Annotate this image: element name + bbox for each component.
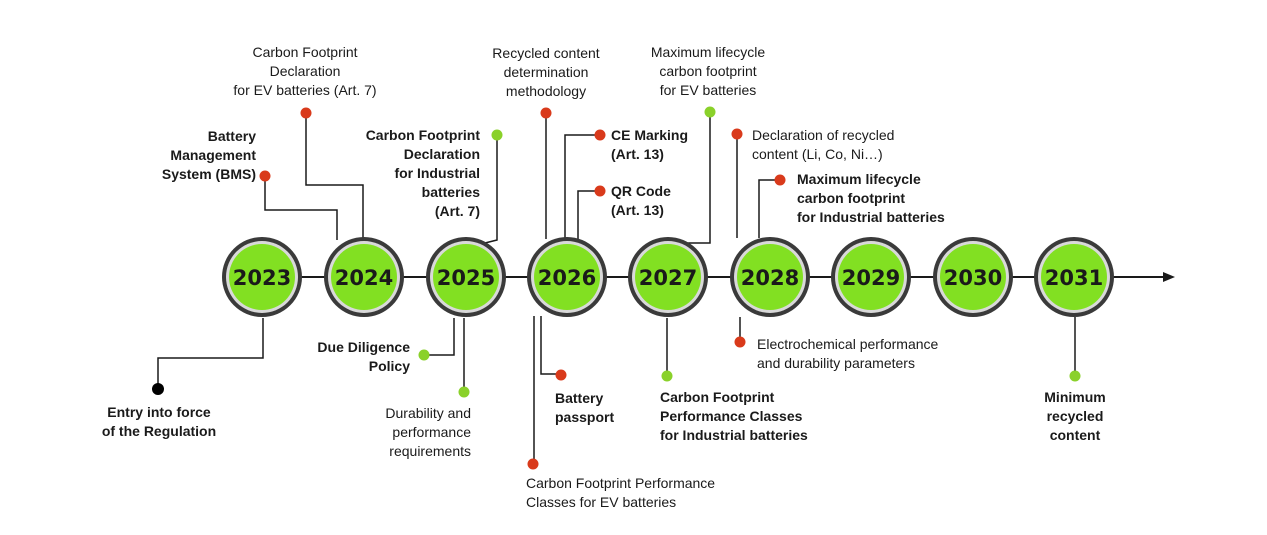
year-label: 2029: [842, 266, 900, 290]
marker-max-cf-industrial: [774, 174, 786, 186]
marker-cf-ev: [300, 107, 312, 119]
label-bms: Battery Management System (BMS): [161, 128, 256, 182]
label-entry-into-force: Entry into force of the Regulation: [101, 404, 217, 439]
year-label: 2023: [233, 266, 291, 290]
label-recycled-method: Recycled content determination methodolo…: [492, 45, 600, 99]
year-label: 2028: [741, 266, 799, 290]
label-recycled-declaration: Declaration of recycled content (Li, Co,…: [752, 127, 895, 162]
marker-recycled-method: [540, 107, 552, 119]
year-node-2031: 2031: [1034, 237, 1114, 317]
connector-due-diligence: [424, 318, 455, 356]
connectors: [157, 113, 1076, 464]
label-max-cf-ev: Maximum lifecycle carbon footprint for E…: [650, 44, 766, 98]
timeline-arrowhead: [1163, 272, 1175, 282]
year-label: 2031: [1045, 266, 1103, 290]
marker-cf-perf-industrial: [661, 370, 673, 382]
marker-entry: [152, 383, 164, 395]
marker-qr: [594, 185, 606, 197]
year-label: 2025: [437, 266, 495, 290]
label-cf-perf-ev: Carbon Footprint Performance Classes for…: [526, 475, 716, 510]
connector-qr: [577, 190, 599, 239]
marker-passport: [555, 369, 567, 381]
marker-min-recycled: [1069, 370, 1081, 382]
label-qr-code: QR Code (Art. 13): [611, 183, 671, 218]
label-ce-marking: CE Marking (Art. 13): [611, 127, 689, 162]
year-label: 2026: [538, 266, 596, 290]
year-node-2025: 2025: [426, 237, 506, 317]
year-node-2028: 2028: [730, 237, 810, 317]
year-node-2029: 2029: [831, 237, 911, 317]
marker-electrochemical: [734, 336, 746, 348]
marker-ce: [594, 129, 606, 141]
connector-max-cf-ev: [685, 113, 711, 244]
label-cf-ev: Carbon Footprint Declaration for EV batt…: [233, 44, 377, 98]
label-electrochemical: Electrochemical performance and durabili…: [757, 336, 939, 371]
connector-cf-industrial: [484, 136, 498, 244]
marker-bms: [259, 170, 271, 182]
marker-max-cf-ev: [704, 106, 716, 118]
year-node-2023: 2023: [222, 237, 302, 317]
year-label: 2030: [944, 266, 1002, 290]
marker-durability: [458, 386, 470, 398]
marker-recycled-declaration: [731, 128, 743, 140]
connector-max-cf-industrial: [758, 179, 779, 238]
year-nodes: 2023 2024 2025 2026 2027 2028 2029 2030: [222, 237, 1114, 317]
year-node-2030: 2030: [933, 237, 1013, 317]
label-max-cf-industrial: Maximum lifecycle carbon footprint for I…: [797, 171, 945, 225]
label-min-recycled: Minimum recycled content: [1044, 389, 1106, 443]
year-node-2024: 2024: [324, 237, 404, 317]
year-node-2026: 2026: [527, 237, 607, 317]
label-cf-industrial: Carbon Footprint Declaration for Industr…: [365, 127, 480, 219]
connector-entry: [157, 318, 264, 388]
year-label: 2027: [639, 266, 697, 290]
marker-cf-perf-ev: [527, 458, 539, 470]
connector-bms: [264, 176, 338, 240]
marker-cf-industrial: [491, 129, 503, 141]
label-battery-passport: Battery passport: [555, 390, 615, 425]
label-durability: Durability and performance requirements: [385, 405, 471, 459]
connector-cf-ev: [305, 114, 364, 240]
marker-due-diligence: [418, 349, 430, 361]
label-due-diligence: Due Diligence Policy: [317, 339, 410, 374]
connector-ce: [564, 134, 599, 239]
year-node-2027: 2027: [628, 237, 708, 317]
connector-passport: [540, 316, 561, 375]
label-cf-perf-industrial: Carbon Footprint Performance Classes for…: [660, 389, 808, 443]
event-markers: [152, 106, 1081, 470]
year-label: 2024: [335, 266, 393, 290]
